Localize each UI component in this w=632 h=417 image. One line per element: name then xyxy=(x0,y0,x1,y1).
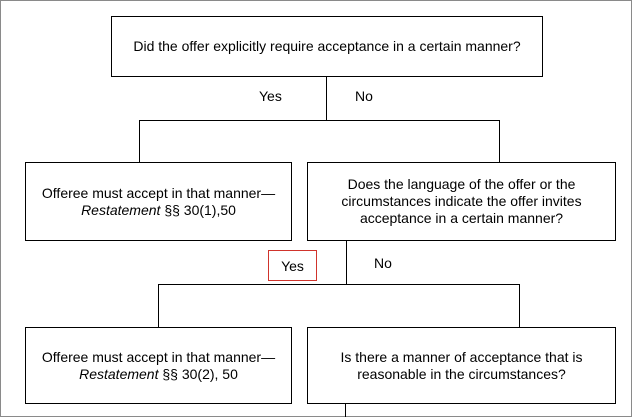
result-explicit-manner-section: §§ 30(1),50 xyxy=(160,201,236,218)
result-invited-manner: Offeree must accept in that manner— Rest… xyxy=(25,327,292,404)
connector-branch2-horizontal xyxy=(158,284,520,285)
connector-branch1-horizontal xyxy=(139,120,500,121)
result-invited-manner-section: §§ 30(2), 50 xyxy=(158,365,238,382)
connector-branch2-left xyxy=(158,284,159,327)
branch1-no-label: No xyxy=(355,88,373,104)
result-explicit-manner-citation: Restatement xyxy=(81,201,161,218)
connector-node5-down xyxy=(345,404,346,417)
connector-branch2-right xyxy=(519,284,520,327)
branch2-no-label: No xyxy=(374,255,392,271)
result-explicit-manner-content: Offeree must accept in that manner— Rest… xyxy=(42,185,275,219)
result-explicit-manner: Offeree must accept in that manner— Rest… xyxy=(25,162,292,241)
branch2-yes-label: Yes xyxy=(281,257,304,274)
question-invites-manner-text: Does the language of the offer or the ci… xyxy=(341,176,582,226)
connector-branch1-right xyxy=(499,120,500,162)
result-explicit-manner-text: Offeree must accept in that manner— xyxy=(41,184,276,201)
question-explicit-manner-text: Did the offer explicitly require accepta… xyxy=(133,38,521,54)
question-invites-manner: Does the language of the offer or the ci… xyxy=(307,162,616,241)
branch1-yes-label: Yes xyxy=(259,88,282,104)
branch2-yes-highlight: Yes xyxy=(268,250,317,281)
result-invited-manner-citation: Restatement xyxy=(79,365,159,382)
result-invited-manner-text: Offeree must accept in that manner— xyxy=(41,348,276,365)
result-invited-manner-content: Offeree must accept in that manner— Rest… xyxy=(42,349,275,383)
question-reasonable-manner: Is there a manner of acceptance that is … xyxy=(307,327,616,404)
question-reasonable-manner-text: Is there a manner of acceptance that is … xyxy=(340,348,583,382)
question-explicit-manner: Did the offer explicitly require accepta… xyxy=(111,16,543,77)
connector-branch1-left xyxy=(139,120,140,162)
connector-node3-down xyxy=(346,241,347,284)
connector-root-down xyxy=(326,77,327,120)
